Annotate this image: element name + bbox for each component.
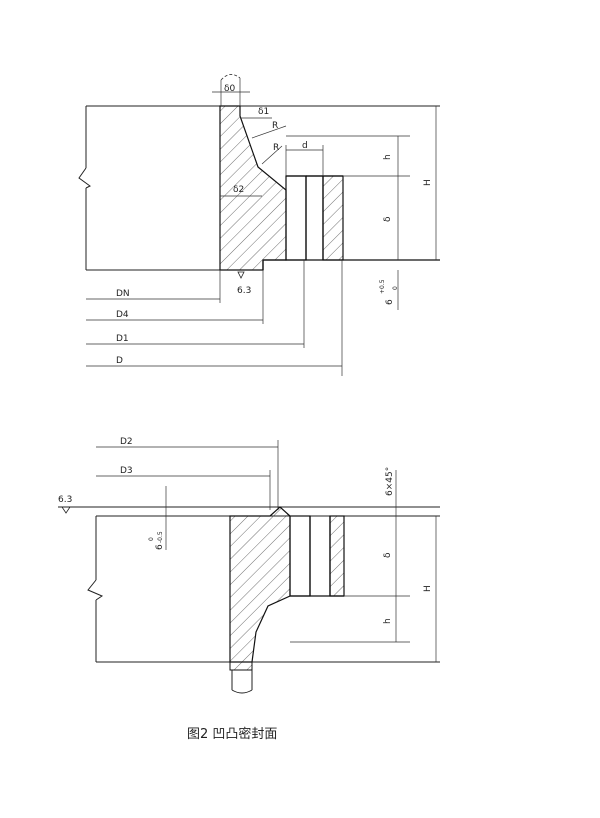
bottom-groove-hatch	[329, 515, 345, 597]
label-chamfer: 6×45°	[385, 467, 395, 496]
label-D1: D1	[116, 334, 129, 344]
label-delta1: δ1	[258, 107, 269, 117]
diameter-dims-bottom: D2 D3	[96, 437, 279, 510]
label-h-bottom: h	[383, 618, 393, 624]
label-surface-bottom: 6.3	[58, 495, 72, 505]
label-delta0: δ0	[224, 84, 236, 94]
label-tol-upper: +0.5	[379, 279, 386, 294]
figure-caption: 图2 凹凸密封面	[187, 727, 278, 742]
label-tol-base: 6	[385, 299, 395, 305]
top-flange-view: δ0 δ1 R R d h δ H δ2 6.3 6 +0.5 0	[78, 74, 440, 376]
top-tongue-section	[285, 175, 307, 261]
label-tol-lower-bottom: -0.5	[157, 531, 164, 543]
label-D3: D3	[120, 466, 133, 476]
label-H-bottom: H	[423, 585, 433, 592]
bottom-flange-view: D2 D3 6.3 6 0 -0.5	[58, 437, 440, 694]
label-D4: D4	[116, 310, 129, 320]
label-H: H	[423, 179, 433, 186]
roughness-symbol	[237, 271, 245, 279]
label-D: D	[116, 356, 123, 366]
roughness-symbol-bottom	[61, 506, 71, 514]
label-delta: δ	[383, 216, 393, 222]
bottom-groove	[289, 515, 311, 597]
delta0-arc	[220, 74, 241, 81]
label-tol-lower: 0	[392, 286, 399, 290]
top-tongue-hatch	[322, 175, 344, 261]
label-r1: R	[272, 121, 278, 131]
label-r2: R	[273, 143, 279, 153]
label-delta-bottom: δ	[383, 552, 393, 558]
bottom-hub-section	[229, 506, 291, 663]
label-h: h	[383, 154, 393, 160]
label-delta2: δ2	[233, 185, 244, 195]
bottom-pipe	[229, 661, 253, 671]
label-surface: 6.3	[237, 286, 251, 296]
label-DN: DN	[116, 289, 130, 299]
label-D2: D2	[120, 437, 133, 447]
label-tol-base-bottom: 6	[155, 544, 165, 550]
diameter-dims-top: DN D4 D1 D	[86, 260, 343, 376]
label-tol-upper-bottom: 0	[148, 537, 155, 541]
label-d: d	[302, 141, 308, 151]
